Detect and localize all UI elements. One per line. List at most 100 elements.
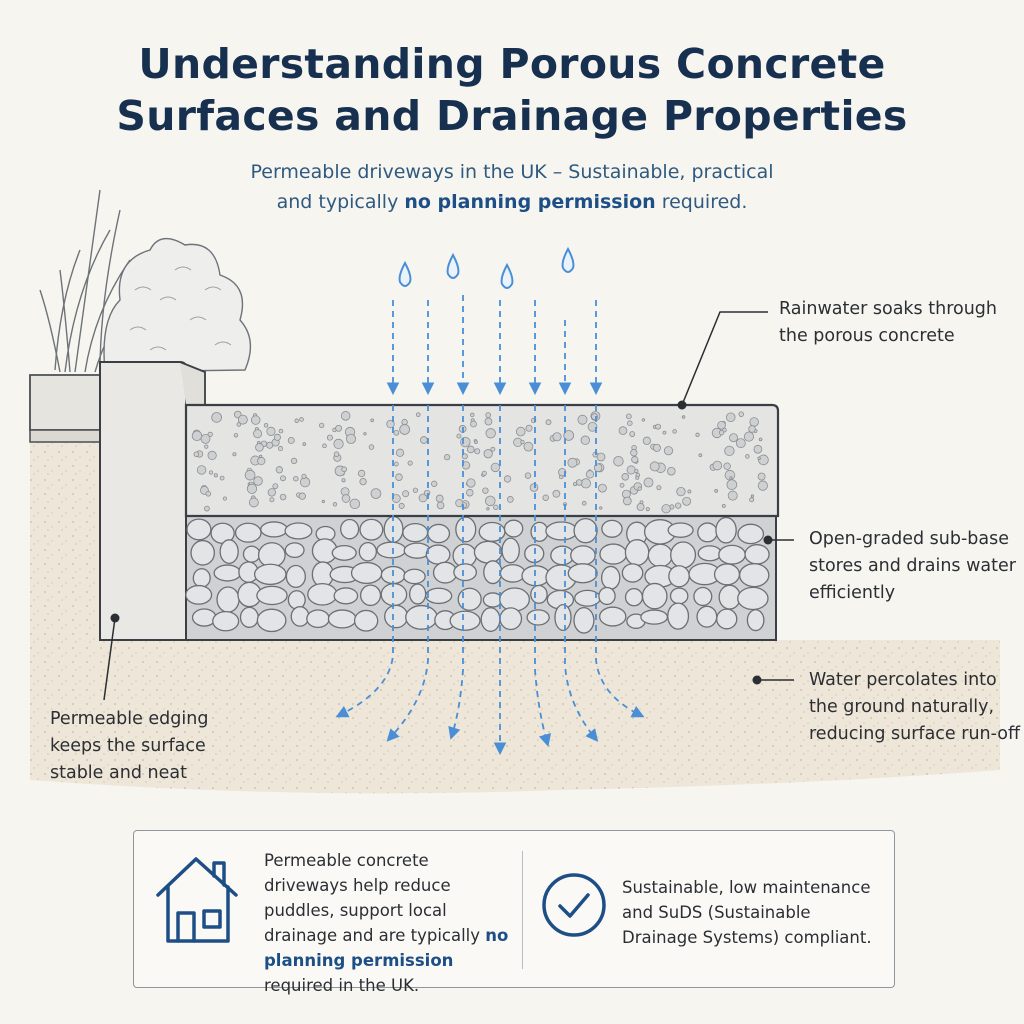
stone	[380, 582, 408, 607]
stone	[405, 604, 438, 630]
stone	[598, 586, 616, 606]
pore	[542, 494, 549, 501]
stone	[670, 541, 697, 569]
pore	[456, 433, 462, 439]
pore	[470, 420, 477, 428]
pore	[196, 465, 207, 475]
stone	[192, 568, 211, 588]
subtitle-line-2: and typically no planning permission req…	[0, 187, 1024, 217]
pore	[370, 418, 374, 423]
stone	[499, 607, 523, 631]
stone	[480, 607, 501, 632]
pore	[395, 448, 405, 457]
pore	[748, 425, 756, 433]
pore	[253, 476, 263, 486]
pore	[280, 475, 286, 482]
info-text-left: Permeable concrete driveways help reduce…	[264, 848, 514, 998]
pore	[655, 423, 661, 430]
pore	[470, 412, 475, 418]
stone	[640, 609, 669, 625]
pore	[552, 432, 562, 442]
stone	[353, 609, 379, 632]
info-left-highlight: no planning permission	[264, 926, 509, 970]
pore	[523, 441, 534, 452]
pore	[712, 460, 723, 471]
callout-edging: Permeable edging keeps the surface stabl…	[50, 706, 208, 787]
stone	[449, 610, 481, 631]
callout-subbase-line-3: efficiently	[809, 583, 896, 603]
stone	[376, 541, 407, 559]
callout-rainwater-line-2: the porous concrete	[779, 326, 955, 346]
stone	[216, 586, 240, 613]
pore	[401, 418, 408, 426]
pore	[681, 415, 686, 419]
pore	[662, 430, 667, 435]
pore	[675, 502, 682, 509]
pore	[723, 462, 731, 470]
pore	[460, 436, 471, 448]
stone	[696, 605, 718, 628]
pore	[204, 444, 209, 449]
pore	[580, 478, 591, 489]
callout-rainwater-line-1: Rainwater soaks through	[779, 299, 997, 319]
pore	[599, 506, 603, 510]
pore	[301, 473, 307, 479]
pore	[545, 419, 552, 426]
stone	[260, 521, 288, 538]
callout-edging-line-3: stable and neat	[50, 763, 187, 783]
pore	[333, 438, 344, 450]
pore	[402, 490, 410, 498]
pore	[743, 431, 755, 442]
pore	[636, 502, 645, 511]
stone	[185, 584, 213, 605]
pore	[580, 435, 590, 445]
pore	[725, 412, 736, 423]
pore	[486, 507, 490, 511]
stone	[257, 542, 286, 568]
pore	[717, 420, 726, 430]
stone	[599, 606, 627, 627]
title-line-1: Understanding Porous Concrete	[138, 40, 886, 88]
pore	[577, 414, 588, 425]
drainage-cross-section	[29, 189, 1000, 794]
stone	[190, 539, 216, 566]
stone	[601, 519, 623, 538]
pore	[667, 466, 676, 476]
shrub-icon	[103, 237, 252, 373]
stone	[746, 609, 765, 632]
stone	[340, 518, 360, 540]
pore	[191, 430, 203, 442]
pore	[642, 436, 651, 445]
stone	[567, 563, 598, 584]
pore	[290, 457, 298, 465]
stone	[499, 587, 530, 612]
pore	[484, 495, 496, 507]
stone	[287, 590, 306, 610]
subtitle-pre: and typically	[276, 191, 405, 213]
info-text-right: Sustainable, low maintenance and SuDS (S…	[622, 878, 872, 947]
pore	[618, 426, 628, 435]
pore	[363, 432, 367, 436]
pore	[482, 487, 489, 494]
pore	[213, 473, 218, 478]
pore	[435, 494, 444, 503]
stone	[473, 540, 503, 564]
pore	[319, 422, 325, 429]
pore	[232, 452, 237, 457]
water-flow-arrows	[335, 295, 645, 756]
pore	[661, 504, 671, 514]
pore	[490, 462, 501, 473]
pore	[321, 499, 325, 504]
pore	[205, 491, 212, 497]
pore	[341, 478, 346, 483]
permeable-edging	[99, 361, 206, 641]
pore	[631, 456, 639, 464]
pore	[250, 415, 261, 425]
pore	[204, 505, 210, 512]
stone	[478, 521, 506, 542]
stone	[718, 544, 746, 565]
pore	[641, 418, 646, 422]
pore	[200, 433, 211, 444]
pore	[298, 492, 306, 500]
pore	[395, 473, 403, 481]
